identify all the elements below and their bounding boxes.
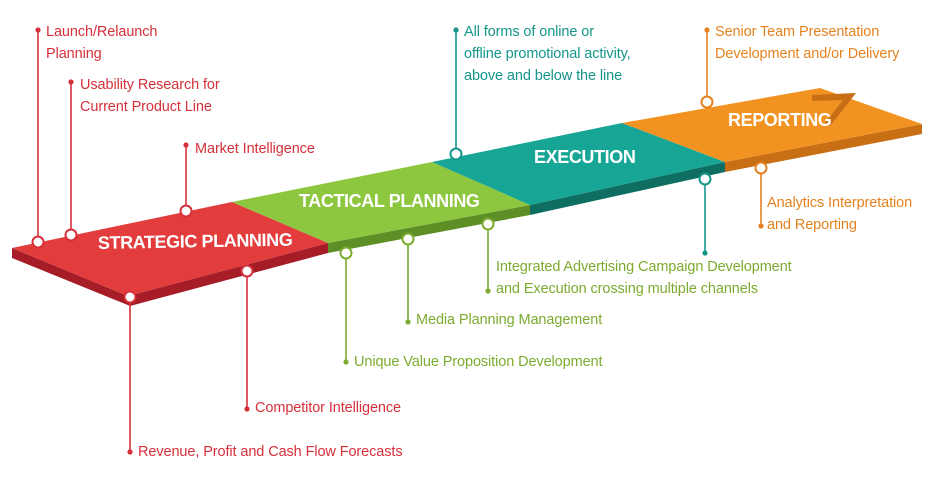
stage-label-execution: EXECUTION bbox=[534, 147, 635, 167]
anchor-ring bbox=[240, 264, 254, 278]
end-dot bbox=[485, 288, 491, 294]
tactical-band-side bbox=[328, 205, 530, 253]
anchor-ring bbox=[123, 290, 137, 304]
end-dot bbox=[127, 449, 133, 455]
strategic-band-side bbox=[12, 243, 328, 306]
callout-integrated-advertising: Integrated Advertising Campaign Developm… bbox=[496, 259, 792, 297]
callout-analytics-interpretation: Analytics Interpretation and Reporting bbox=[767, 195, 913, 233]
end-dot bbox=[35, 27, 41, 33]
end-dot bbox=[405, 319, 411, 325]
tactical-band bbox=[232, 162, 530, 243]
callout-usability-research: Usability Research for Current Product L… bbox=[80, 77, 220, 115]
anchor-ring bbox=[754, 161, 768, 175]
callout-promotional-activity: All forms of online or offline promotion… bbox=[464, 24, 631, 84]
stage-label-reporting: REPORTING bbox=[728, 110, 831, 130]
end-dot bbox=[702, 250, 708, 256]
anchor-ring bbox=[698, 172, 712, 186]
anchor-ring bbox=[481, 217, 495, 231]
callout-market-intelligence: Market Intelligence bbox=[195, 141, 315, 157]
anchor-ring bbox=[339, 246, 353, 260]
stage-label-strategic: STRATEGIC PLANNING bbox=[98, 230, 293, 253]
callout-media-planning: Media Planning Management bbox=[416, 312, 603, 328]
end-dot bbox=[758, 223, 764, 229]
end-dot bbox=[343, 359, 349, 365]
end-dot bbox=[68, 79, 74, 85]
callout-unique-value-proposition: Unique Value Proposition Development bbox=[354, 354, 603, 370]
callout-competitor-intelligence: Competitor Intelligence bbox=[255, 400, 401, 416]
callout-senior-team-presentation: Senior Team Presentation Development and… bbox=[715, 24, 900, 62]
reporting-band-side bbox=[725, 124, 922, 172]
execution-band bbox=[432, 123, 725, 205]
anchor-ring bbox=[64, 228, 78, 242]
callout-revenue-forecasts: Revenue, Profit and Cash Flow Forecasts bbox=[138, 444, 403, 460]
reporting-band bbox=[622, 88, 922, 162]
end-dot bbox=[244, 406, 250, 412]
end-dot bbox=[704, 27, 710, 33]
end-dot bbox=[453, 27, 459, 33]
strategic-band bbox=[12, 202, 328, 296]
arrow-chevron-icon bbox=[812, 93, 856, 126]
anchor-ring bbox=[31, 235, 45, 249]
end-dot bbox=[183, 142, 189, 148]
anchor-ring bbox=[179, 204, 193, 218]
anchor-ring bbox=[401, 232, 415, 246]
anchor-ring bbox=[449, 147, 463, 161]
anchor-ring bbox=[700, 95, 714, 109]
execution-band-side bbox=[530, 162, 725, 215]
callout-launch-relaunch-planning: Launch/Relaunch Planning bbox=[46, 24, 158, 62]
stage-label-tactical: TACTICAL PLANNING bbox=[299, 191, 480, 211]
